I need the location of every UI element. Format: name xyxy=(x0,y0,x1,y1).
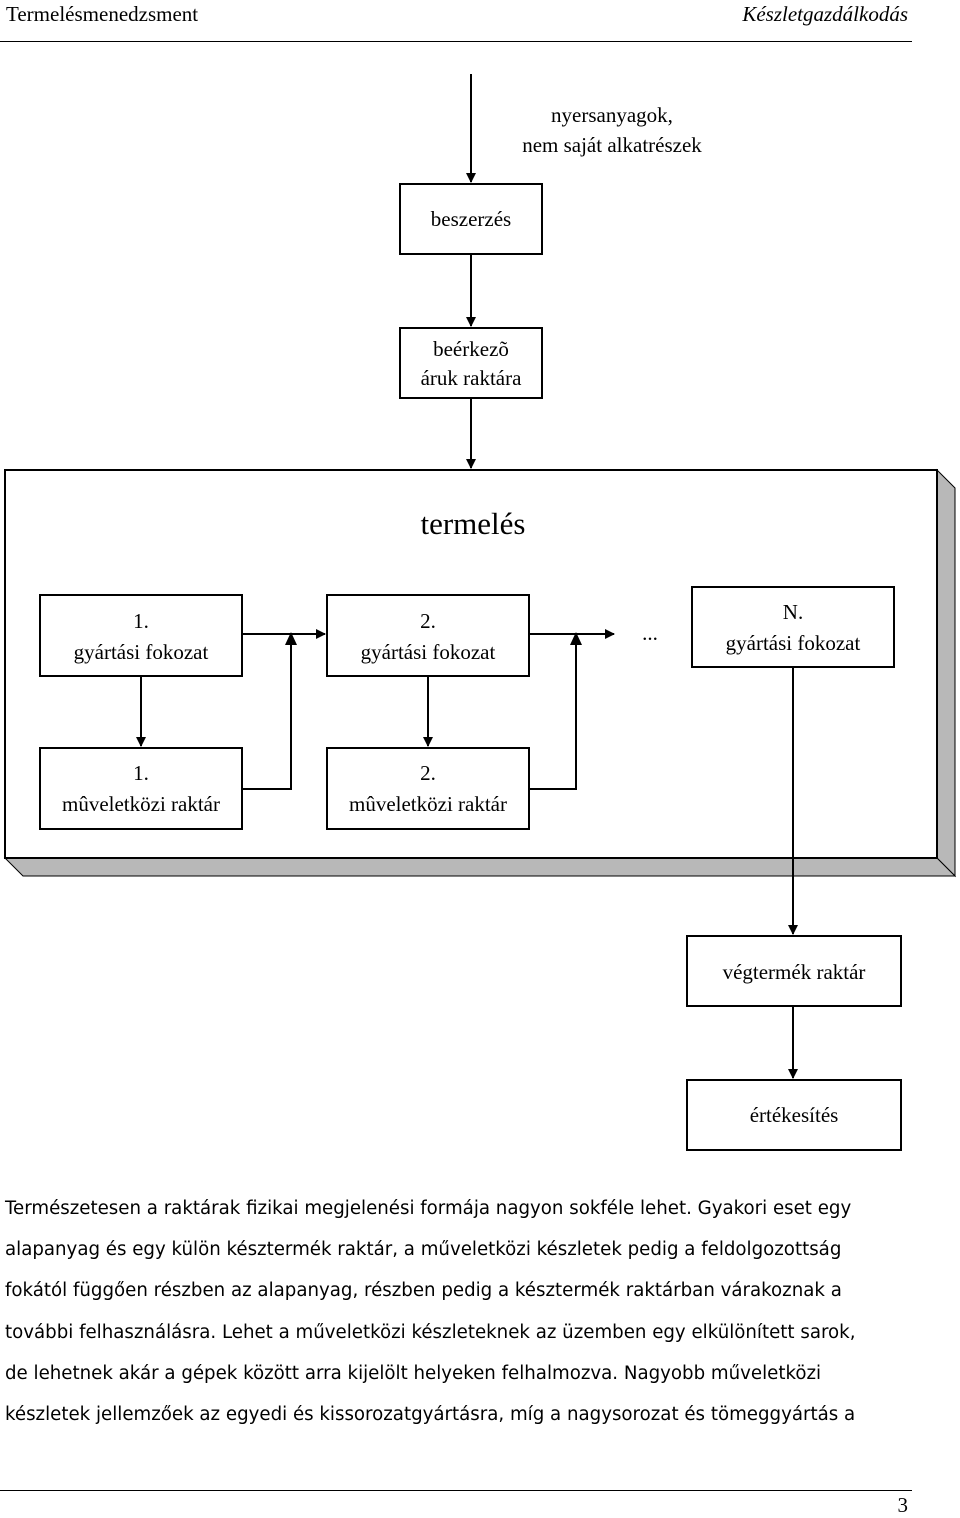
finished-store-box: végtermék raktár xyxy=(686,935,902,1007)
input-label-line2: nem saját alkatrészek xyxy=(522,133,702,157)
production-title: termelés xyxy=(420,506,525,541)
junction-arrow-next xyxy=(570,632,582,645)
page-number: 3 xyxy=(897,1493,909,1517)
stage-2-box: 2. gyártási fokozat xyxy=(326,594,530,677)
wip-store-2-box: 2. mûveletközi raktár xyxy=(326,747,530,830)
header-divider xyxy=(0,41,912,42)
stage-ellipsis: ... xyxy=(642,621,658,645)
header-title-right: Készletgazdálkodás xyxy=(742,2,908,26)
junction-arrow-stage2 xyxy=(285,632,297,645)
sales-box: értékesítés xyxy=(686,1079,902,1151)
wip-1-label: mûveletközi raktár xyxy=(62,792,220,816)
arrow-wip1-to-stage2 xyxy=(242,629,326,790)
paragraph-line: készletek jellemzőek az egyedi és kissor… xyxy=(5,1404,856,1426)
footer-divider xyxy=(0,1490,912,1491)
paragraph-line: alapanyag és egy külön késztermék raktár… xyxy=(5,1239,842,1261)
stage-n-box: N. gyártási fokozat xyxy=(691,586,895,668)
wip-2-number: 2. xyxy=(420,761,436,785)
paragraph-line: további felhasználásra. Lehet a műveletk… xyxy=(5,1321,856,1343)
inventory-flow-diagram: nyersanyagok, nem saját alkatrészek besz… xyxy=(3,74,957,1151)
incoming-store-box: beérkezõ áruk raktára xyxy=(399,327,543,399)
paragraph-line: fokától függően részben az alapanyag, ré… xyxy=(5,1280,842,1302)
paragraph-line: Természetesen a raktárak fizikai megjele… xyxy=(5,1198,852,1219)
stage-1-box: 1. gyártási fokozat xyxy=(39,594,243,677)
wip-store-1-box: 1. mûveletközi raktár xyxy=(39,747,243,830)
arrow-wip2-to-next xyxy=(529,634,577,790)
header-title-left: Termelésmenedzsment xyxy=(6,2,199,26)
finished-store-label: végtermék raktár xyxy=(723,960,866,984)
wip-1-number: 1. xyxy=(133,761,149,785)
procurement-label: beszerzés xyxy=(431,207,511,231)
stage-2-label: gyártási fokozat xyxy=(361,640,496,664)
incoming-store-line2: áruk raktára xyxy=(421,366,523,390)
stage-n-number: N. xyxy=(783,600,803,624)
stage-n-label: gyártási fokozat xyxy=(726,631,861,655)
incoming-store-line1: beérkezõ xyxy=(433,337,509,361)
input-label-line1: nyersanyagok, xyxy=(551,103,673,127)
sales-label: értékesítés xyxy=(750,1103,839,1127)
stage-1-number: 1. xyxy=(133,609,149,633)
stage-2-number: 2. xyxy=(420,609,436,633)
body-paragraph: Természetesen a raktárak fizikai megjele… xyxy=(5,1188,905,1435)
paragraph-line: de lehetnek akár a gépek között arra kij… xyxy=(5,1362,822,1384)
wip-2-label: mûveletközi raktár xyxy=(349,792,507,816)
stage-1-label: gyártási fokozat xyxy=(74,640,209,664)
procurement-box: beszerzés xyxy=(399,183,543,255)
